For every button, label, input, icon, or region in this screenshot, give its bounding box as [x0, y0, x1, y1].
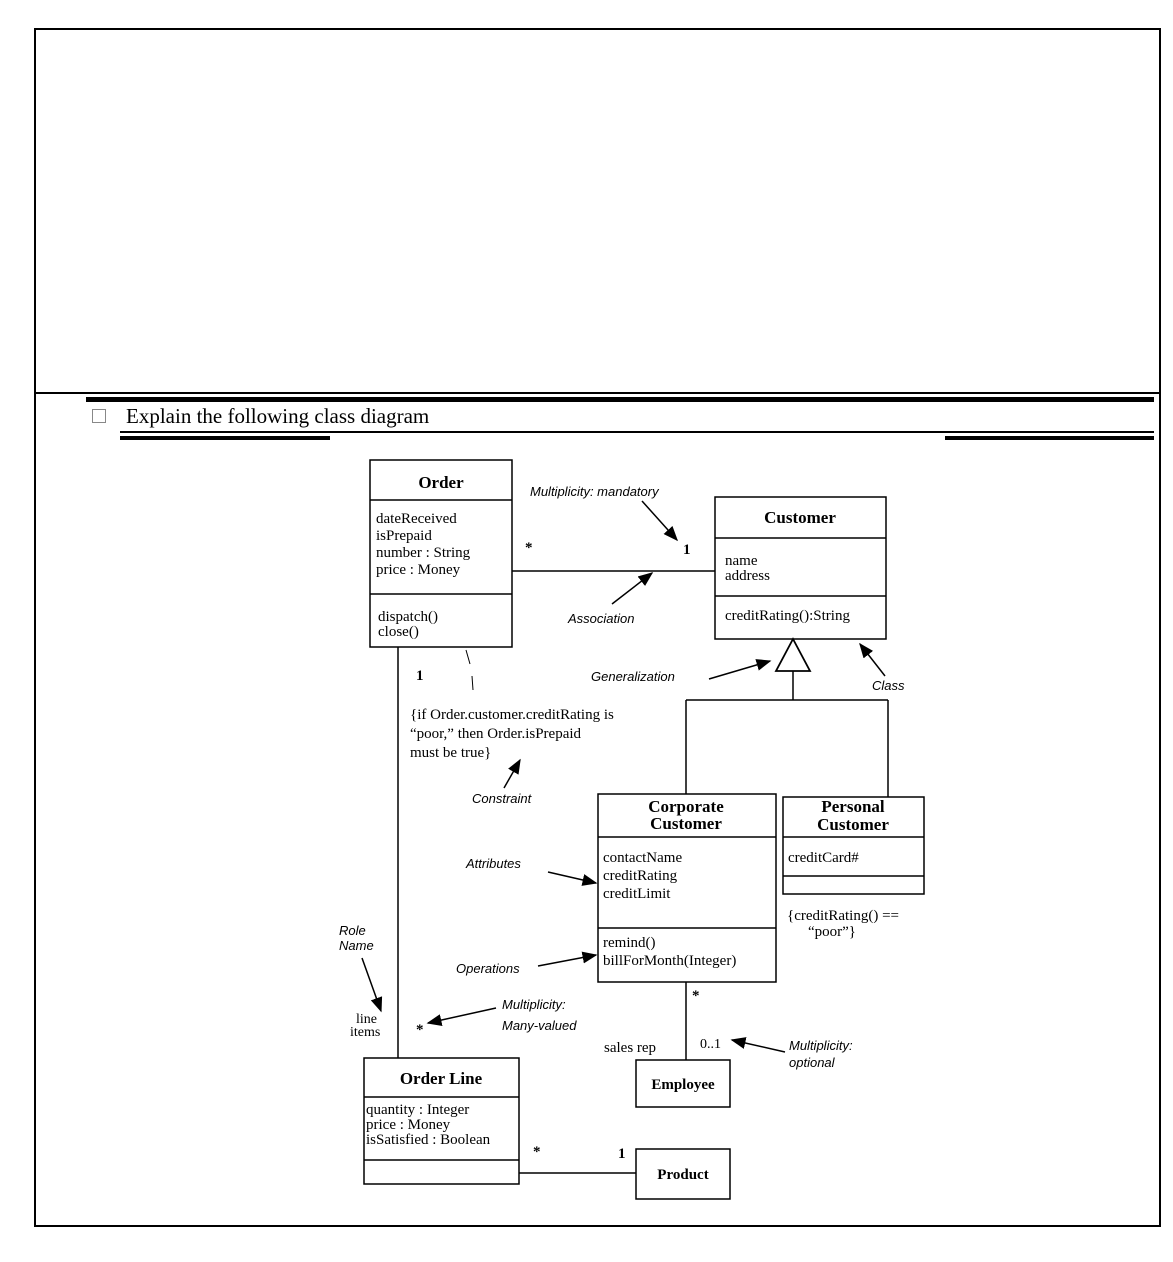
multiplicity: * [525, 540, 533, 556]
attribute: isSatisfied : Boolean [366, 1132, 491, 1148]
role-name: sales rep [604, 1040, 656, 1056]
annotation-arrow [708, 659, 772, 680]
generalization-hierarchy [685, 637, 889, 797]
annotation-label: Name [339, 938, 374, 953]
class-name: Order [418, 473, 464, 492]
annotation-label: optional [789, 1055, 836, 1070]
multiplicity: 1 [416, 668, 424, 684]
operation: dispatch() [378, 609, 438, 625]
operation: billForMonth(Integer) [603, 953, 736, 969]
table-row-separator [34, 392, 1161, 394]
annotation-arrow [859, 642, 886, 677]
attribute: creditLimit [603, 886, 671, 902]
class-order: Order dateReceived isPrepaid number : St… [369, 459, 513, 648]
annotation-label: Multiplicity: [502, 997, 566, 1012]
annotation-arrow [503, 758, 521, 789]
rule-bottom-thin [120, 431, 1154, 433]
annotation-label: Attributes [465, 856, 521, 871]
annotation-label: Multiplicity: [789, 1038, 853, 1053]
attribute: dateReceived [376, 511, 457, 527]
rule-bottom-thick [945, 436, 1154, 440]
class-product: Product [635, 1148, 731, 1200]
annotation-label: Role [339, 923, 366, 938]
attribute: quantity : Integer [366, 1102, 469, 1118]
class-name: Product [657, 1167, 708, 1183]
operation: remind() [603, 935, 655, 951]
attribute: price : Money [376, 562, 461, 578]
attribute: creditCard# [788, 850, 859, 866]
rule-top [86, 397, 1154, 402]
class-order-line: Order Line quantity : Integer price : Mo… [363, 1057, 520, 1185]
annotation-label: Class [872, 678, 905, 693]
multiplicity: 0..1 [700, 1037, 721, 1052]
role-name: line [356, 1012, 377, 1027]
class-name: Employee [651, 1077, 715, 1093]
annotation-arrow [611, 572, 654, 605]
attribute: contactName [603, 850, 682, 866]
multiplicity: * [533, 1144, 541, 1160]
operation: creditRating():String [725, 608, 850, 624]
annotation-label: Multiplicity: mandatory [530, 484, 660, 499]
constraint-text: {creditRating() == [787, 908, 899, 924]
class-name: Customer [817, 815, 889, 834]
class-name: Order Line [400, 1069, 483, 1088]
annotation-arrow [426, 1007, 497, 1026]
constraint-text: must be true} [410, 745, 491, 761]
multiplicity: 1 [618, 1146, 626, 1162]
class-name: Personal [821, 797, 885, 816]
multiplicity: 1 [683, 542, 691, 558]
class-name: Customer [650, 814, 722, 833]
operation: close() [378, 624, 419, 640]
attribute: isPrepaid [376, 528, 432, 544]
constraint-text: “poor,” then Order.isPrepaid [410, 726, 582, 742]
constraint-dashed-link [465, 649, 474, 691]
question-text: Explain the following class diagram [126, 404, 430, 428]
table-frame [34, 28, 1161, 1227]
class-diagram: Order dateReceived isPrepaid number : St… [339, 459, 925, 1200]
class-employee: Employee [635, 1059, 731, 1108]
attribute: price : Money [366, 1117, 451, 1133]
rule-bottom-thick-left [120, 436, 330, 440]
class-corporate-customer: Corporate Customer contactName creditRat… [597, 793, 777, 983]
annotation-arrow [641, 500, 679, 542]
constraint-text: {if Order.customer.creditRating is [410, 707, 614, 723]
role-name: items [350, 1025, 380, 1040]
annotation-arrow [537, 951, 598, 967]
class-name: Customer [764, 508, 836, 527]
multiplicity: * [416, 1022, 424, 1038]
attribute: creditRating [603, 868, 678, 884]
annotation-arrow [547, 871, 598, 886]
empty-square-icon [92, 409, 106, 424]
attribute: address [725, 568, 770, 584]
class-customer: Customer name address creditRating():Str… [714, 496, 887, 640]
attribute: number : String [376, 545, 471, 561]
constraint-text: “poor”} [808, 924, 856, 940]
multiplicity: * [692, 988, 700, 1004]
class-personal-customer: Personal Customer creditCard# [782, 796, 925, 895]
annotation-label: Operations [456, 961, 520, 976]
question-line: Explain the following class diagram [92, 404, 429, 429]
attribute: name [725, 553, 758, 569]
annotation-label: Generalization [591, 669, 675, 684]
annotation-label: Association [567, 611, 634, 626]
class-name: Corporate [648, 797, 724, 816]
annotation-label: Many-valued [502, 1018, 577, 1033]
annotation-label: Constraint [472, 791, 533, 806]
annotation-arrow [361, 957, 383, 1013]
annotation-arrow [730, 1037, 786, 1053]
